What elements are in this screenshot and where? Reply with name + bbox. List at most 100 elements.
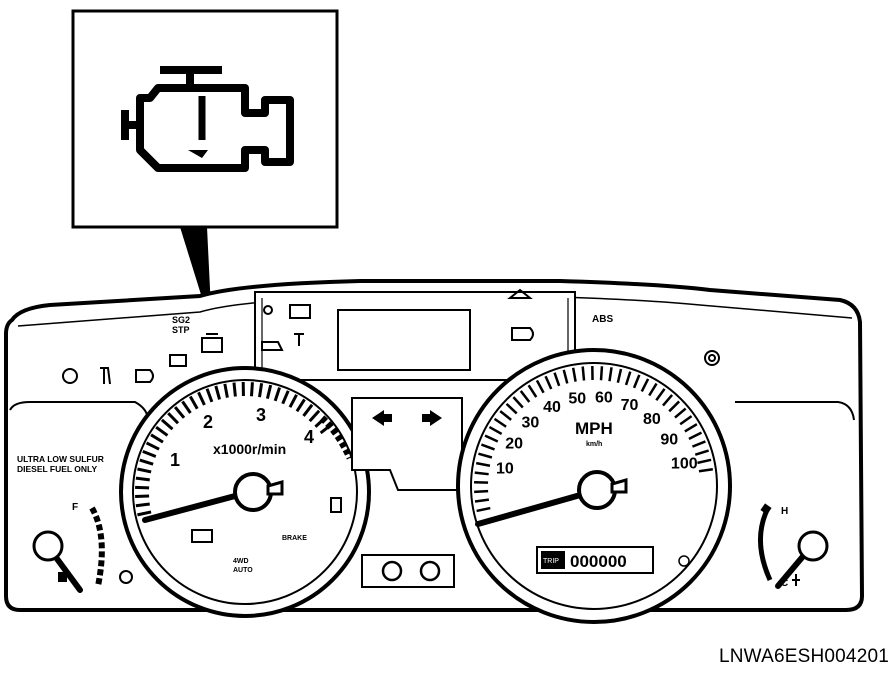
speed-label-100: 100 <box>671 456 698 473</box>
speed-tick <box>662 394 674 407</box>
speed-tick <box>505 402 518 415</box>
speed-label-80: 80 <box>643 411 661 428</box>
tach-tick <box>135 476 150 482</box>
tach-tick <box>223 383 229 398</box>
tach-tick <box>197 391 206 406</box>
speed-tick <box>475 461 491 468</box>
speed-tick <box>474 489 489 494</box>
speed-label-70: 70 <box>621 397 639 414</box>
turn-left-icon <box>372 410 392 426</box>
tach-label-4: 4 <box>304 427 314 447</box>
speed-tick <box>512 396 524 409</box>
speed-tick <box>697 458 712 465</box>
tach-needle <box>142 489 253 523</box>
speed-tick <box>679 415 693 426</box>
tach-tick <box>189 395 199 410</box>
tach-tick <box>258 383 264 398</box>
speed-tick <box>484 434 499 443</box>
ultra-low-sulfur-line1: ULTRA LOW SULFUR <box>17 454 104 464</box>
coolant-temp-icon <box>792 574 800 586</box>
speed-label-60: 60 <box>595 390 613 407</box>
check-engine-icon <box>121 66 294 172</box>
temp-hot-mark: H <box>781 506 788 517</box>
brake-warning-icon <box>381 560 403 582</box>
speed-tick <box>571 367 577 382</box>
speed-tick <box>527 384 538 398</box>
speed-tick <box>519 390 531 403</box>
oil-pressure-icon <box>261 341 284 351</box>
speed-label-50: 50 <box>568 390 586 407</box>
tach-tick <box>145 441 160 451</box>
tach-tick <box>155 425 169 437</box>
temp-gauge: H C <box>757 503 829 589</box>
speed-tick <box>640 378 650 392</box>
speed-tick <box>632 374 641 389</box>
right-panel <box>735 401 855 421</box>
airbag-icon <box>169 354 187 367</box>
speed-tick <box>478 452 493 459</box>
indicator-icons <box>62 288 720 385</box>
brake-text: BRAKE <box>282 535 307 542</box>
tach-tick <box>160 418 174 431</box>
tach-label-1: 1 <box>170 450 180 470</box>
tach-tick <box>135 494 150 499</box>
speed-tick <box>488 426 503 436</box>
tach-label-3: 3 <box>256 405 266 425</box>
headlight-icon <box>135 369 154 383</box>
speed-tick <box>474 498 490 503</box>
tach-tick <box>214 385 221 400</box>
tach-tick <box>173 406 186 419</box>
lcd-display <box>337 309 471 371</box>
ultra-low-sulfur-line2: DIESEL FUEL ONLY <box>17 464 97 474</box>
odometer-value: 000000 <box>570 552 627 571</box>
odometer-reset-button[interactable] <box>678 555 690 567</box>
speed-tick <box>616 368 623 383</box>
speed-tick <box>684 423 698 433</box>
tach-tick <box>265 384 273 400</box>
seatbelt-icon <box>100 367 111 385</box>
tpms-warning-icon <box>419 560 441 582</box>
headlight-right-icon <box>511 327 534 341</box>
temp-warning-icon <box>294 333 304 346</box>
speed-tick <box>476 506 491 513</box>
speed-tick <box>493 417 507 428</box>
speed-tick <box>668 400 681 413</box>
speed-unit-kmh: km/h <box>586 441 602 448</box>
tach-tick <box>142 449 157 458</box>
tach-label-2: 2 <box>203 412 213 432</box>
check-engine-mini-icon <box>201 333 223 353</box>
speed-tick <box>655 388 666 401</box>
speed-tick <box>698 468 714 473</box>
speed-tick <box>562 369 569 384</box>
tach-tick <box>135 502 150 508</box>
speed-tick <box>688 431 703 440</box>
speed-tick <box>535 379 545 394</box>
speed-tick <box>691 440 706 448</box>
speed-tick <box>581 366 586 381</box>
tach-tick <box>139 458 154 466</box>
tach-tick <box>137 510 152 517</box>
tach-tick <box>150 433 164 444</box>
abs-indicator-label: ABS <box>592 314 613 325</box>
speed-label-30: 30 <box>521 414 539 431</box>
auto-text-line1: 4WD <box>233 558 249 565</box>
speed-tick <box>608 367 613 382</box>
auto-text-line2: AUTO <box>233 567 253 574</box>
fuel-gauge: F <box>32 502 133 593</box>
check-engine-arrow <box>188 150 208 158</box>
tach-tick <box>249 382 254 397</box>
speed-tick <box>694 449 710 456</box>
tach-tick <box>308 409 321 423</box>
tach-tick <box>137 467 152 474</box>
speed-tick <box>544 375 553 390</box>
glow-plug-icon <box>62 368 78 384</box>
tach-tick <box>205 388 214 403</box>
speed-tick <box>599 366 604 381</box>
fuel-full-mark: F <box>72 502 78 513</box>
speed-tick <box>674 407 687 419</box>
turn-right-icon <box>422 410 442 426</box>
master-warning-icon <box>507 288 533 299</box>
tach-unit: x1000r/min <box>213 441 286 457</box>
